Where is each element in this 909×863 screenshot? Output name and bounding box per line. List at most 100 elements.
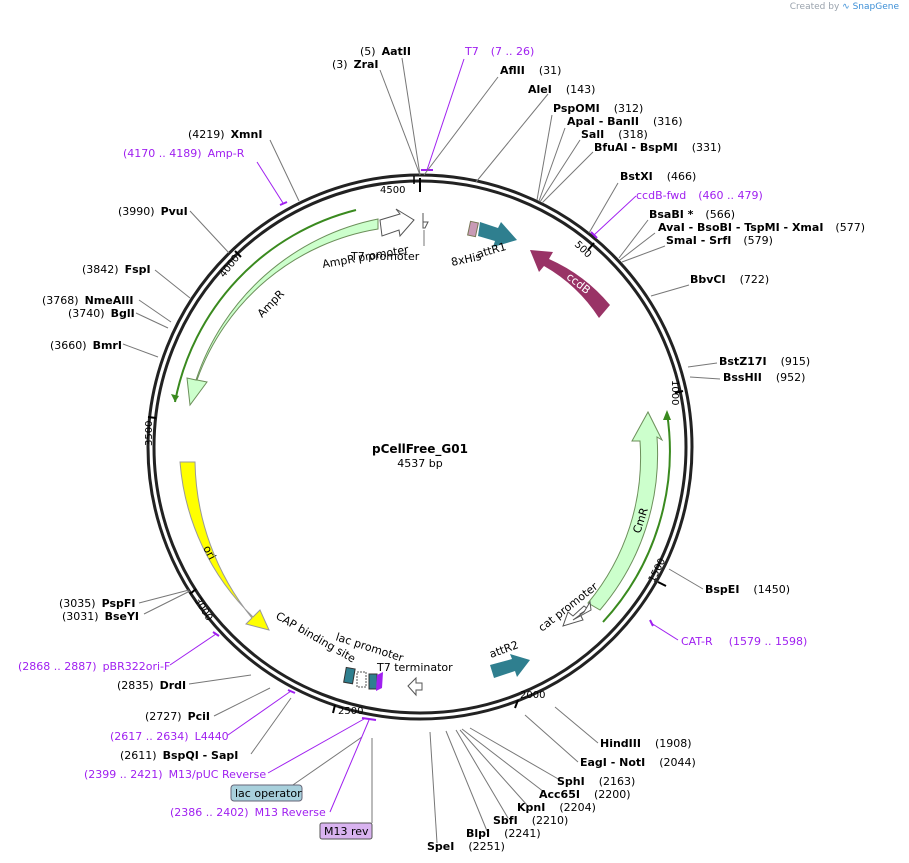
primer-m13-reverse[interactable]: (2386 .. 2402)M13 Reverse — [170, 806, 326, 819]
tick-4500: 4500 — [380, 176, 415, 196]
site-bspei[interactable]: BspEI(1450) — [705, 583, 790, 596]
cap-binding-site-box[interactable] — [343, 666, 356, 685]
site-nmeaiii[interactable]: (3768)NmeAIII — [42, 294, 134, 307]
tick-3500: 3500 — [144, 416, 157, 446]
site-bbvci[interactable]: BbvCI(722) — [690, 273, 769, 286]
leader-primer-m13rev — [329, 719, 370, 813]
ampr-cds-line-head — [171, 394, 179, 402]
site-kpni[interactable]: KpnI(2204) — [517, 801, 596, 814]
site-eagi-noti[interactable]: EagI - NotI(2044) — [580, 756, 696, 769]
site-xmni[interactable]: (4219)XmnI — [188, 128, 262, 141]
credit-prefix: Created by — [789, 2, 840, 12]
tick-3500-label: 3500 — [144, 421, 155, 446]
leader-sbfi — [455, 729, 509, 819]
lac-operator-box[interactable] — [368, 673, 378, 690]
lac-operator-callout-label: lac operator — [235, 787, 302, 800]
attr1-arrow[interactable] — [478, 222, 517, 247]
lac-promoter-box[interactable] — [356, 671, 367, 688]
site-bstz17i[interactable]: BstZ17I(915) — [719, 355, 810, 368]
leader-pspomi — [536, 114, 553, 201]
tick-2000: 2000 — [514, 690, 545, 709]
leader-aatii — [401, 57, 421, 176]
plasmid-size: 4537 bp — [397, 457, 442, 470]
leader-bsshii — [689, 376, 721, 380]
m13-rev-arrow[interactable] — [376, 672, 383, 691]
his-tag-label: 8xHis — [450, 250, 483, 269]
site-bfuai-bspmi[interactable]: BfuAI - BspMI(331) — [594, 141, 721, 154]
site-avai[interactable]: AvaI - BsoBI - TspMI - XmaI(577) — [658, 221, 865, 234]
leader-primer-t7 — [426, 58, 465, 171]
tick-2500-mark — [332, 704, 336, 714]
attr2-arrow[interactable] — [490, 654, 530, 678]
primer-cat-r[interactable]: CAT-R(1579 .. 1598) — [681, 635, 807, 648]
site-spei[interactable]: SpeI(2251) — [427, 840, 505, 853]
leader-acc65i — [461, 728, 545, 793]
leader-bsabi — [618, 219, 649, 259]
t7-terminator-label: T7 terminator — [376, 661, 453, 674]
primer-t7[interactable]: T7(7 .. 26) — [464, 45, 534, 58]
site-fspi[interactable]: (3842)FspI — [82, 263, 151, 276]
lac-operator-callout[interactable]: lac operator — [230, 784, 303, 802]
leader-lac-operator — [289, 736, 363, 788]
site-bseyi[interactable]: (3031)BseYI — [62, 610, 139, 623]
primer-mark-amp-r — [279, 201, 288, 206]
ccdb-arrow[interactable] — [530, 250, 610, 318]
site-apai-banii[interactable]: ApaI - BanII(316) — [567, 115, 683, 128]
leader-pcii — [213, 687, 271, 717]
primer-amp-r[interactable]: (4170 .. 4189)Amp-R — [123, 147, 245, 160]
tick-2000-label: 2000 — [520, 690, 545, 701]
tick-2500: 2500 — [332, 704, 363, 717]
primer-m13-puc-reverse[interactable]: (2399 .. 2421)M13/pUC Reverse — [84, 768, 266, 781]
site-bstxi[interactable]: BstXI(466) — [620, 170, 696, 183]
leader-bbvci — [650, 284, 690, 297]
tick-3000: 3000 — [189, 588, 214, 623]
leader-primer-pbr322ori-f — [169, 633, 217, 666]
primer-l4440[interactable]: (2617 .. 2634)L4440 — [110, 730, 229, 743]
cmr-arrow[interactable] — [587, 410, 664, 611]
ampr-cds-line — [174, 209, 357, 403]
m13-rev-callout[interactable]: M13 rev — [319, 822, 373, 840]
leader-hindiii — [554, 706, 599, 744]
site-bmri[interactable]: (3660)BmrI — [50, 339, 122, 352]
tick-1000-mark — [674, 390, 684, 394]
site-bsabi[interactable]: BsaBI *(566) — [649, 208, 735, 221]
t7-promoter-arrow[interactable] — [422, 213, 429, 229]
site-sphi[interactable]: SphI(2163) — [557, 775, 635, 788]
primer-pbr322ori-f[interactable]: (2868 .. 2887)pBR322ori-F — [18, 660, 170, 673]
site-blpi[interactable]: BlpI(2241) — [466, 827, 541, 840]
site-sali[interactable]: SalI(318) — [581, 128, 648, 141]
ampr-feature-arrow[interactable] — [186, 218, 379, 407]
site-pvui[interactable]: (3990)PvuI — [118, 205, 188, 218]
tick-3500-mark — [147, 416, 157, 419]
site-drdi[interactable]: (2835)DrdI — [117, 679, 186, 692]
primer-ccdb-fwd[interactable]: ccdB-fwd(460 .. 479) — [636, 189, 763, 202]
leader-kpni — [459, 729, 528, 806]
site-hindiii[interactable]: HindIII(1908) — [600, 737, 692, 750]
site-bsshii[interactable]: BssHII(952) — [723, 371, 805, 384]
tick-4500-label: 4500 — [380, 185, 405, 196]
leader-fspi — [154, 269, 191, 299]
leader-avai — [619, 232, 656, 261]
leader-bseyi — [143, 590, 191, 615]
site-labels: (5)AatII (3)ZraI AflII(31) AleI(143) Psp… — [42, 45, 865, 853]
tick-4000: 4000 — [218, 250, 242, 280]
site-bspqi-sapi[interactable]: (2611)BspQI - SapI — [120, 749, 238, 762]
ori-arrow[interactable] — [179, 461, 270, 631]
leader-sphi — [469, 727, 561, 781]
leader-eagi — [524, 714, 579, 763]
site-aatii[interactable]: (5)AatII — [360, 45, 411, 58]
ampr-promoter-arrow[interactable] — [379, 208, 415, 238]
site-bgli[interactable]: (3740)BglI — [68, 307, 135, 320]
his-tag-box[interactable] — [467, 220, 479, 238]
t7-terminator-arrow[interactable] — [407, 676, 423, 697]
site-aflii[interactable]: AflII(31) — [500, 64, 561, 77]
site-acc65i[interactable]: Acc65I(2200) — [539, 788, 631, 801]
leader-primer-cat-r — [650, 622, 679, 641]
site-sbfi[interactable]: SbfI(2210) — [493, 814, 568, 827]
site-zrai[interactable]: (3)ZraI — [332, 58, 379, 71]
site-alei[interactable]: AleI(143) — [528, 83, 595, 96]
site-pspomi[interactable]: PspOMI(312) — [553, 102, 643, 115]
site-pspfi[interactable]: (3035)PspFI — [59, 597, 135, 610]
site-smai-srfi[interactable]: SmaI - SrfI(579) — [666, 234, 773, 247]
site-pcii[interactable]: (2727)PciI — [145, 710, 210, 723]
